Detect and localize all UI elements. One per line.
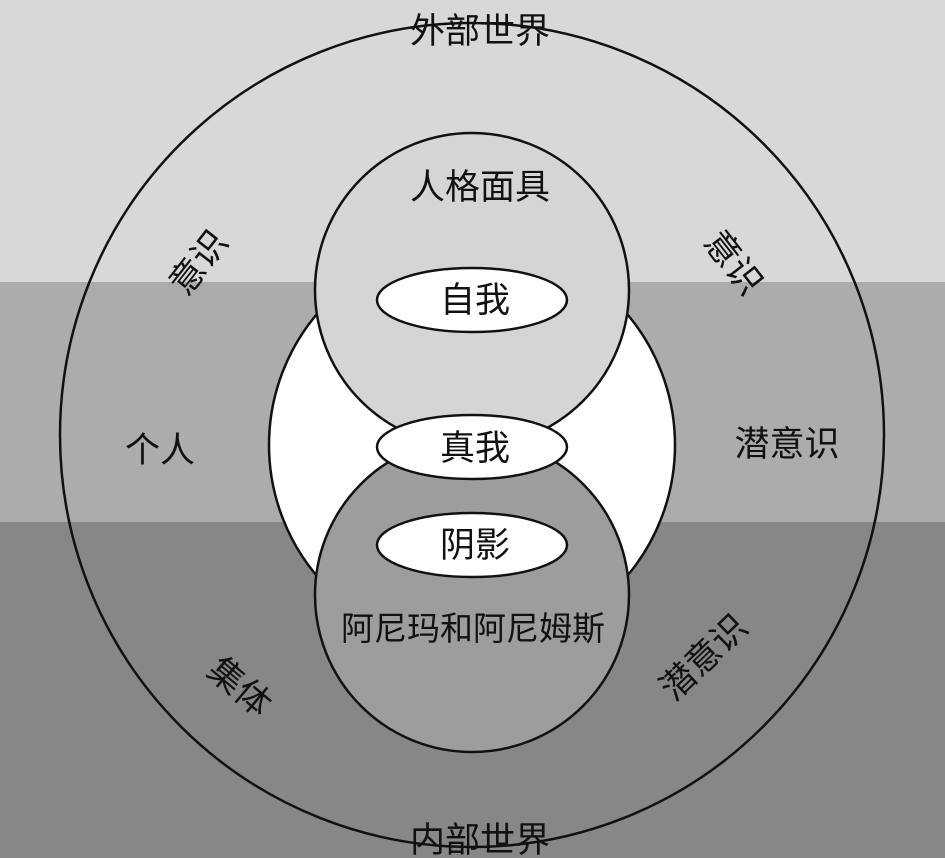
label-self: 真我 [440, 429, 510, 469]
label-anima-animus: 阿尼玛和阿尼姆斯 [341, 609, 605, 648]
label-personal: 个人 [125, 431, 195, 471]
ego-ellipse [375, 266, 569, 334]
lower-circle [313, 436, 631, 754]
outer-circle [58, 21, 886, 849]
label-outer-top: 外部世界 [410, 12, 550, 52]
label-outer-bottom: 内部世界 [410, 821, 550, 858]
self-ellipse [375, 413, 569, 481]
shadow-ellipse [375, 511, 569, 579]
label-subconscious-right: 潜意识 [734, 425, 839, 465]
label-persona: 人格面具 [410, 168, 550, 208]
label-shadow: 阴影 [440, 526, 510, 566]
label-ego: 自我 [440, 281, 510, 321]
